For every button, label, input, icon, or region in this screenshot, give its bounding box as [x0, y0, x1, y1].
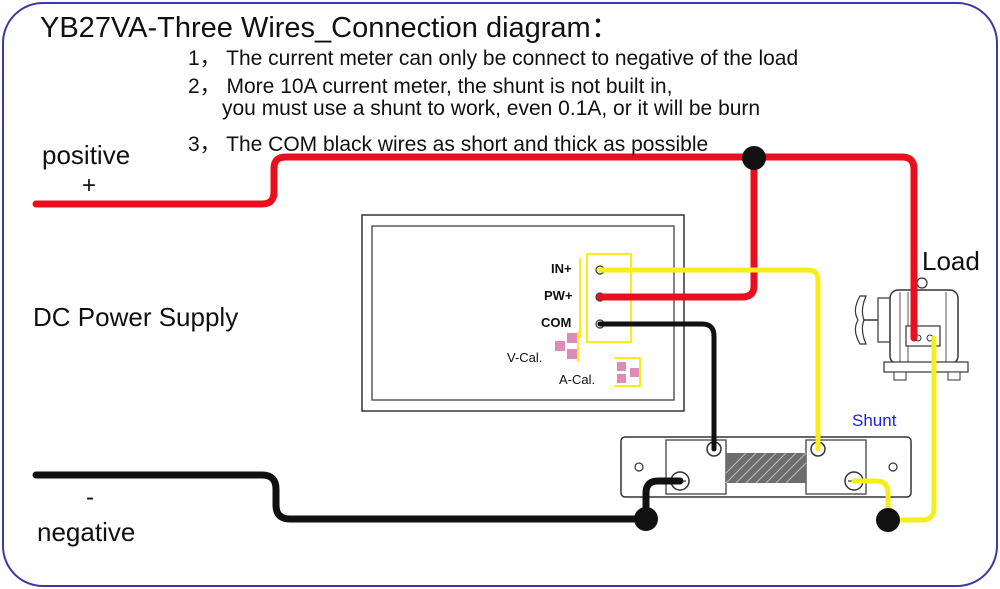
load-label: Load: [922, 246, 980, 276]
meter-panel-icon: [361, 214, 685, 412]
shunt-label: Shunt: [852, 411, 897, 430]
junction-dot-load: [876, 508, 900, 532]
terminal-in-label: IN+: [551, 261, 572, 276]
diagram-title: YB27VA-Three Wires_Connection diagram：: [40, 12, 620, 44]
junction-dot-negative: [634, 507, 658, 531]
negative-label: negative: [37, 517, 136, 547]
note-2: 2， More 10A current meter, the shunt is …: [188, 75, 673, 98]
dc-power-supply-label: DC Power Supply: [33, 302, 239, 332]
terminal-pw-label: PW+: [544, 288, 573, 303]
note-1: 1， The current meter can only be connect…: [188, 47, 799, 70]
note-3: 3， The COM black wires as short and thic…: [188, 133, 709, 156]
terminal-com-label: COM: [541, 315, 572, 330]
v-cal-pads: [555, 332, 579, 362]
positive-wire: [32, 153, 918, 342]
plus-sign-label: +: [82, 172, 97, 199]
com-wire: [597, 321, 717, 452]
a-cal-label: A-Cal.: [559, 372, 596, 387]
v-cal-label: V-Cal.: [507, 350, 543, 365]
negative-wire: [32, 471, 684, 523]
junction-dot-positive: [742, 146, 766, 170]
positive-label: positive: [42, 140, 131, 170]
note-2-continued: you must use a shunt to work, even 0.1A,…: [222, 97, 761, 120]
a-cal-pads: [614, 357, 641, 387]
shunt-resistor-icon: [620, 436, 912, 498]
motor-icon: [854, 277, 969, 381]
minus-sign-label: -: [86, 484, 94, 511]
